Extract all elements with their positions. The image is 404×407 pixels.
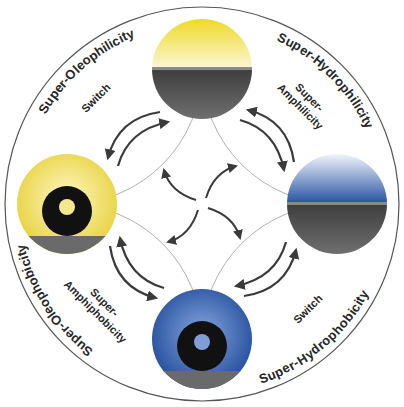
outer-ring (5, 7, 399, 401)
arrow-pair (110, 238, 164, 298)
property-label: Super-Hydrophilicity (252, 17, 389, 154)
switch-arrows (108, 110, 296, 298)
superamphiphilic-state (152, 19, 252, 119)
superhydrophilic-state (287, 154, 387, 254)
transition-label: Switch (291, 292, 325, 326)
superoleophobic-state (17, 154, 117, 256)
arrow-pair (236, 242, 296, 296)
superhydrophobic-state (152, 289, 252, 391)
property-label: Super-Hydrophobicity (234, 264, 384, 399)
arrow-pair (108, 112, 168, 166)
transition-label: Switch (79, 81, 113, 115)
arrow-pair (240, 110, 294, 170)
center-pinwheel (164, 166, 240, 242)
transition-label: Super-Amphilicity (275, 72, 335, 132)
property-label: Super-Oleophilicity (23, 13, 160, 139)
